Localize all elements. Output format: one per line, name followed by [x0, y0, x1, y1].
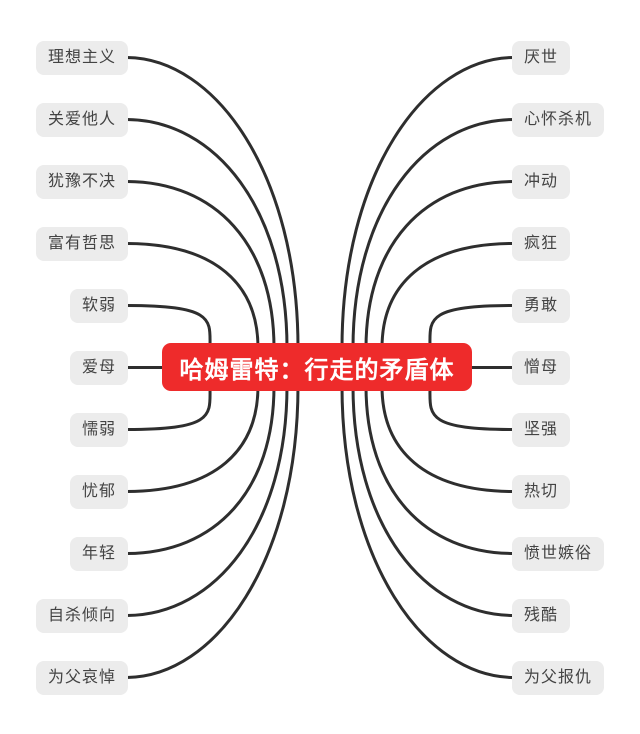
branch-node-right-4[interactable]: 勇敢 [512, 288, 571, 323]
branch-curve [364, 384, 516, 555]
branch-curve [124, 384, 300, 679]
branch-curve [340, 384, 516, 679]
branch-curve [124, 56, 300, 350]
branch-curve [124, 384, 212, 431]
branch-curve [124, 304, 212, 350]
branch-curve [428, 304, 516, 350]
branch-curve [351, 384, 516, 617]
branch-curve [340, 56, 516, 350]
branch-node-right-0[interactable]: 厌世 [512, 40, 571, 75]
branch-curve [351, 118, 516, 350]
branch-curve [428, 384, 516, 431]
branch-node-left-0[interactable]: 理想主义 [35, 40, 128, 75]
branch-curve [124, 384, 276, 555]
central-topic-node[interactable]: 哈姆雷特：行走的矛盾体 [162, 343, 472, 391]
branch-node-left-1[interactable]: 关爱他人 [35, 102, 128, 137]
branch-node-right-2[interactable]: 冲动 [512, 164, 571, 199]
branch-node-left-10[interactable]: 为父哀悼 [35, 660, 128, 695]
branch-node-left-5[interactable]: 爱母 [69, 350, 128, 385]
branch-node-left-8[interactable]: 年轻 [69, 536, 128, 571]
branch-node-left-7[interactable]: 忧郁 [69, 474, 128, 509]
branch-curve [124, 242, 260, 350]
branch-node-right-3[interactable]: 疯狂 [512, 226, 571, 261]
branch-node-left-4[interactable]: 软弱 [69, 288, 128, 323]
branch-node-right-7[interactable]: 热切 [512, 474, 571, 509]
branch-node-left-2[interactable]: 犹豫不决 [35, 164, 128, 199]
branch-curve [124, 180, 276, 350]
branch-curve [124, 384, 260, 493]
branch-node-left-9[interactable]: 自杀倾向 [35, 598, 128, 633]
branch-curve [380, 384, 516, 493]
branch-node-right-1[interactable]: 心怀杀机 [512, 102, 605, 137]
branch-curve [124, 384, 289, 617]
branch-curve [380, 242, 516, 350]
branch-node-left-6[interactable]: 懦弱 [69, 412, 128, 447]
branch-node-right-6[interactable]: 坚强 [512, 412, 571, 447]
branch-curve [124, 118, 289, 350]
branch-node-left-3[interactable]: 富有哲思 [35, 226, 128, 261]
branch-node-right-9[interactable]: 残酷 [512, 598, 571, 633]
branch-node-right-5[interactable]: 憎母 [512, 350, 571, 385]
branch-curve [364, 180, 516, 350]
branch-node-right-8[interactable]: 愤世嫉俗 [512, 536, 605, 571]
branch-node-right-10[interactable]: 为父报仇 [512, 660, 605, 695]
